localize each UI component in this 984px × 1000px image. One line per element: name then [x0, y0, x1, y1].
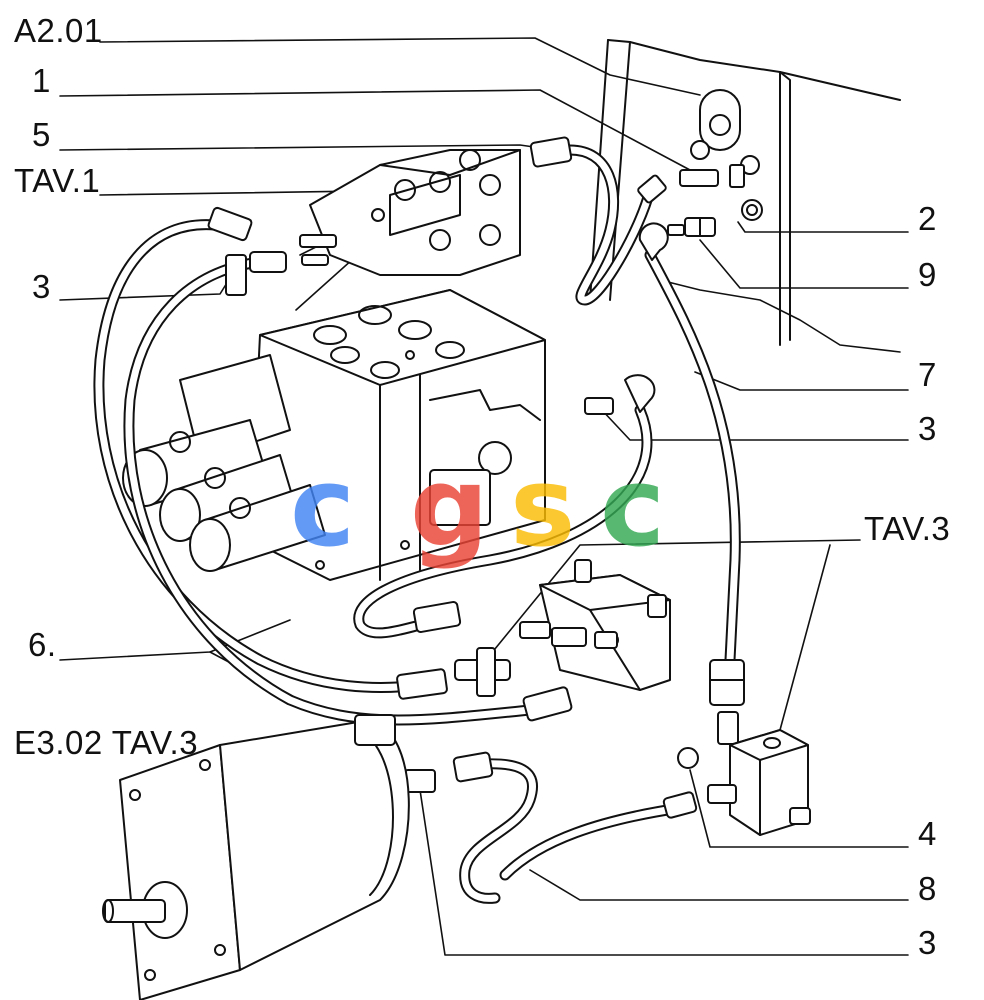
label-4: 4	[918, 815, 937, 852]
label-tav1: TAV.1	[14, 162, 101, 199]
top-valve-block	[299, 149, 521, 276]
label-7: 7	[918, 356, 937, 393]
watermark-letter-s: s	[510, 443, 575, 571]
label-8: 8	[918, 870, 937, 907]
hose-5	[529, 136, 667, 306]
watermark-letter-c2: c	[600, 443, 665, 571]
small-valve-block	[519, 559, 671, 691]
watermark: c g s c	[290, 443, 665, 571]
label-3-right-upper: 3	[918, 410, 937, 447]
label-tav3-right: TAV.3	[864, 510, 951, 547]
watermark-letter-c1: c	[290, 443, 355, 571]
watermark-letter-g: g	[410, 443, 489, 571]
label-6: 6.	[28, 626, 57, 663]
label-a201: A2.01	[14, 12, 103, 49]
label-3-bottom: 3	[918, 924, 937, 961]
panel-fittings	[667, 164, 745, 237]
label-3-left: 3	[32, 268, 51, 305]
end-block	[677, 729, 811, 836]
label-1: 1	[32, 62, 51, 99]
tee-fitting	[454, 647, 511, 697]
hose-7	[638, 222, 745, 745]
pump-motor	[102, 714, 410, 1000]
hose-8	[404, 751, 698, 904]
label-9: 9	[918, 256, 937, 293]
mounting-panel	[589, 39, 901, 353]
label-2: 2	[918, 200, 937, 237]
label-5: 5	[32, 116, 51, 153]
label-e302-tav3: E3.02 TAV.3	[14, 724, 199, 761]
middle-hose	[353, 374, 656, 639]
